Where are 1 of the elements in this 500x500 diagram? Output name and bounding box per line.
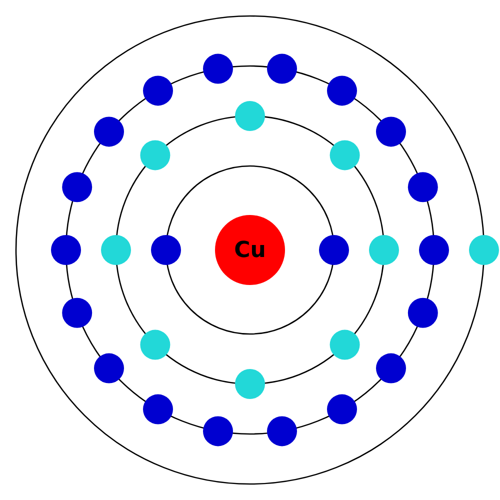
element-symbol: Cu [234, 238, 266, 262]
